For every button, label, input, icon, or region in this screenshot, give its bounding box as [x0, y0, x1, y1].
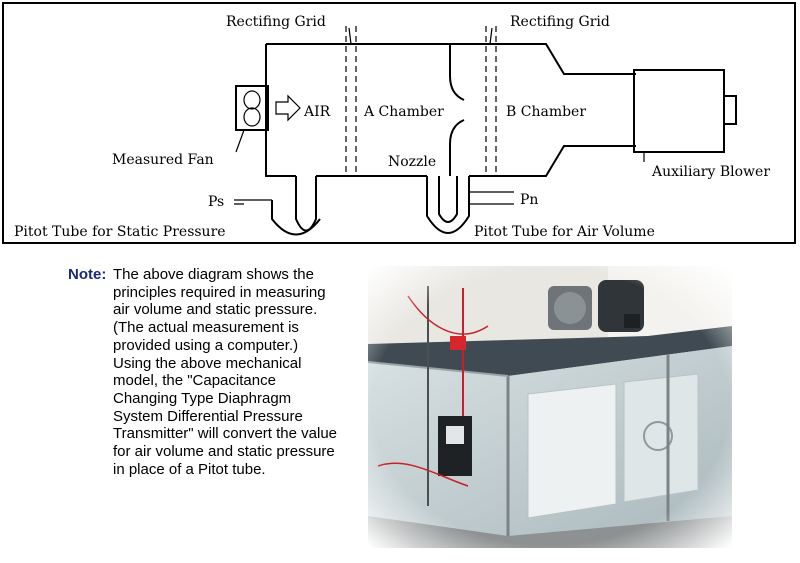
equipment-photo — [368, 266, 732, 548]
note-line: Changing Type Diaphragm — [113, 389, 292, 407]
note-line: Using the above mechanical — [113, 354, 302, 372]
fan-icon — [243, 90, 261, 127]
label-pitot-air-volume: Pitot Tube for Air Volume — [474, 224, 655, 240]
pitot-tube-airvolume-u-inner — [438, 176, 458, 223]
note-line: in place of a Pitot tube. — [113, 460, 266, 478]
label-auxiliary-blower: Auxiliary Blower — [651, 164, 770, 180]
note-label: Note: — [68, 266, 107, 283]
label-air: AIR — [303, 104, 331, 120]
note-line: System Differential Pressure — [113, 407, 303, 425]
label-pitot-static: Pitot Tube for Static Pressure — [14, 224, 226, 240]
label-a-chamber: A Chamber — [363, 104, 444, 120]
equipment-photo-illustration — [368, 266, 732, 548]
duct-outline — [265, 43, 636, 177]
note-line: The above diagram shows the — [113, 266, 314, 283]
pitot-tube-static-u — [295, 176, 317, 232]
note-line: for air volume and static pressure — [113, 443, 335, 461]
measurement-principle-diagram: Rectifing Grid Rectifing Grid AIR A Cham… — [14, 14, 770, 240]
diagram-frame: Rectifing Grid Rectifing Grid AIR A Cham… — [2, 2, 796, 244]
auxiliary-blower-outlet — [723, 95, 737, 125]
note-line: principles required in measuring — [113, 283, 326, 301]
note-line: (The actual measurement is — [113, 319, 299, 337]
note-text: The above diagram shows the principles r… — [113, 266, 363, 478]
note-line: model, the "Capacitance — [113, 372, 276, 390]
label-measured-fan: Measured Fan — [112, 152, 214, 168]
label-pn: Pn — [520, 192, 538, 208]
pitot-tube-airvolume-u — [426, 176, 470, 234]
rectifying-grid-left — [345, 26, 357, 176]
note-line: air volume and static pressure. — [113, 301, 318, 319]
label-rectifying-grid-right: Rectifing Grid — [510, 14, 610, 30]
label-rectifying-grid-left: Rectifing Grid — [226, 14, 326, 30]
nozzle-shape — [449, 44, 465, 176]
note-line: Transmitter" will convert the value — [113, 425, 338, 443]
label-b-chamber: B Chamber — [506, 104, 586, 120]
measured-fan-box — [235, 85, 269, 131]
pitot-tube-static-u-inner — [271, 200, 321, 236]
note-line: provided using a computer.) — [113, 336, 299, 354]
label-nozzle: Nozzle — [388, 154, 436, 170]
label-ps: Ps — [208, 194, 224, 210]
rectifying-grid-right — [485, 26, 497, 176]
air-arrow-icon — [275, 94, 301, 122]
auxiliary-blower-box — [633, 69, 725, 153]
